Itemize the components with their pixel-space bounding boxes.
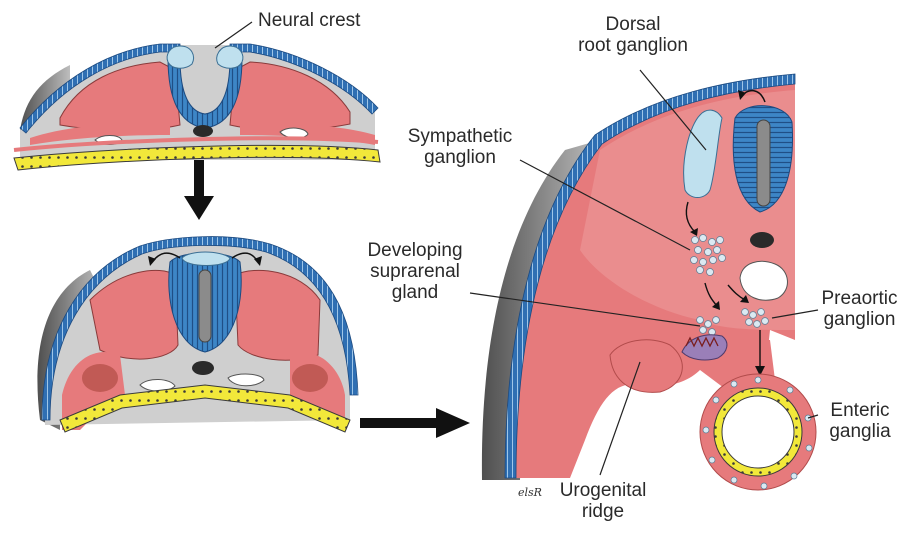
- gut-lumen: [722, 396, 794, 468]
- label-dorsal-root-ganglion: Dorsal root ganglion: [558, 14, 708, 56]
- panel-middle-stage: [37, 237, 358, 432]
- panel2-neural-crest: [182, 252, 230, 266]
- panel1-somite-right: [230, 62, 350, 130]
- panel2-mesonephros-right: [292, 364, 328, 392]
- panel3-neural-canal: [757, 120, 770, 206]
- panel3-notochord: [750, 232, 774, 248]
- panel-late-stage: [482, 74, 816, 490]
- panel2-neural-canal: [199, 270, 211, 342]
- label-developing-suprarenal-gland: Developing suprarenal gland: [360, 240, 470, 303]
- panel1-notochord: [193, 125, 213, 137]
- panel2-mesonephros-left: [82, 364, 118, 392]
- panel2-notochord: [192, 361, 214, 375]
- right-arrow-icon: [360, 408, 470, 438]
- panel1-neural-crest-right: [217, 46, 243, 68]
- label-neural-crest: Neural crest: [258, 10, 360, 31]
- panel1-somite-left: [60, 62, 180, 130]
- artist-signature: elsR: [518, 486, 542, 499]
- label-preaortic-ganglion: Preaortic ganglion: [812, 288, 907, 330]
- label-sympathetic-ganglion: Sympathetic ganglion: [400, 126, 520, 168]
- label-urogenital-ridge: Urogenital ridge: [548, 480, 658, 522]
- label-enteric-ganglia: Enteric ganglia: [820, 400, 900, 442]
- down-arrow-icon: [184, 160, 214, 220]
- panel-early-stage: [14, 44, 380, 170]
- panel1-neural-crest-left: [167, 46, 193, 68]
